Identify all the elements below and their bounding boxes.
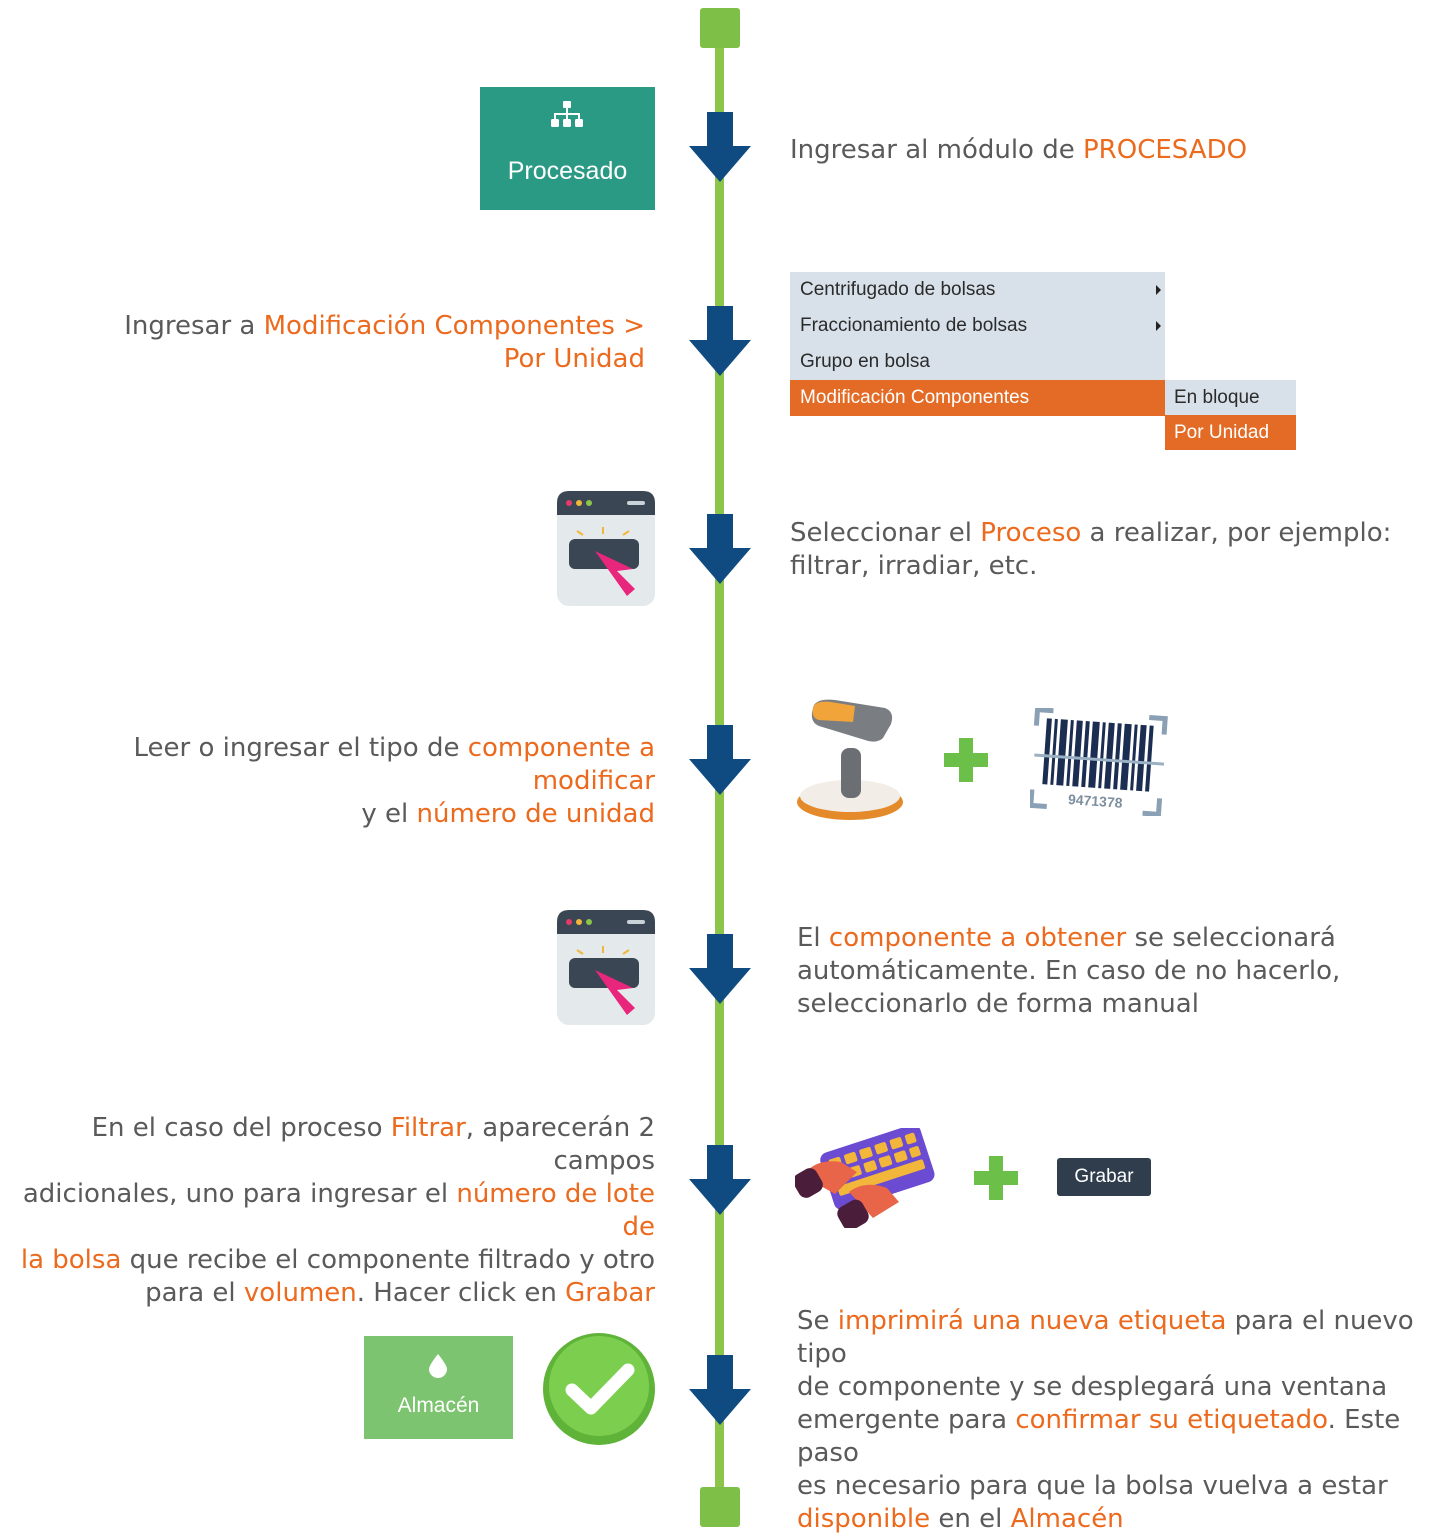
click-window-icon xyxy=(557,910,655,1025)
procesado-menu: Centrifugado de bolsas Fraccionamiento d… xyxy=(790,272,1165,416)
step-6-text: En el caso del proceso Filtrar, aparecer… xyxy=(20,1113,655,1308)
down-arrow-icon xyxy=(689,1145,751,1215)
click-window-icon xyxy=(557,491,655,606)
down-arrow-icon xyxy=(689,514,751,584)
sitemap-icon xyxy=(551,101,583,127)
drop-icon xyxy=(429,1354,447,1378)
timeline-start-cap xyxy=(700,8,740,48)
step-7-text: Se imprimirá una nueva etiqueta para el … xyxy=(797,1306,1414,1534)
menu-item-grupo[interactable]: Grupo en bolsa xyxy=(790,344,1165,380)
check-circle-icon xyxy=(543,1333,655,1445)
plus-icon xyxy=(974,1156,1018,1200)
barcode-number: 9471378 xyxy=(1068,791,1124,811)
down-arrow-icon xyxy=(689,306,751,376)
step-3-text: Seleccionar el Proceso a realizar, por e… xyxy=(790,518,1392,581)
keyboard-typing-icon xyxy=(795,1128,935,1228)
step-1-text: Ingresar al módulo de PROCESADO xyxy=(790,135,1248,165)
procesado-tile[interactable]: Procesado xyxy=(480,87,655,210)
submenu-item-en-bloque[interactable]: En bloque xyxy=(1165,380,1296,415)
down-arrow-icon xyxy=(689,112,751,182)
timeline-end-cap xyxy=(700,1487,740,1527)
step-4-text: Leer o ingresar el tipo de componente a … xyxy=(133,733,655,829)
barcode-scanner-icon xyxy=(797,699,903,820)
step-2-text: Ingresar a Modificación Componentes >Por… xyxy=(124,311,645,374)
down-arrow-icon xyxy=(689,725,751,795)
plus-icon xyxy=(944,738,988,782)
procesado-label: Procesado xyxy=(507,157,628,185)
down-arrow-icon xyxy=(689,1355,751,1425)
menu-item-modificacion[interactable]: Modificación Componentes xyxy=(790,380,1165,416)
almacen-label: Almacén xyxy=(397,1394,480,1417)
down-arrow-icon xyxy=(689,934,751,1004)
caret-right-icon xyxy=(1156,285,1161,295)
caret-right-icon xyxy=(1156,321,1161,331)
modificacion-submenu: En bloque Por Unidad xyxy=(1165,380,1296,450)
grabar-button[interactable]: Grabar xyxy=(1057,1158,1151,1196)
almacen-tile[interactable]: Almacén xyxy=(364,1336,513,1439)
barcode-icon: 9471378 xyxy=(1030,708,1168,816)
menu-item-fraccionamiento[interactable]: Fraccionamiento de bolsas xyxy=(790,308,1165,344)
menu-item-centrifugado[interactable]: Centrifugado de bolsas xyxy=(790,272,1165,308)
submenu-item-por-unidad[interactable]: Por Unidad xyxy=(1165,415,1296,450)
